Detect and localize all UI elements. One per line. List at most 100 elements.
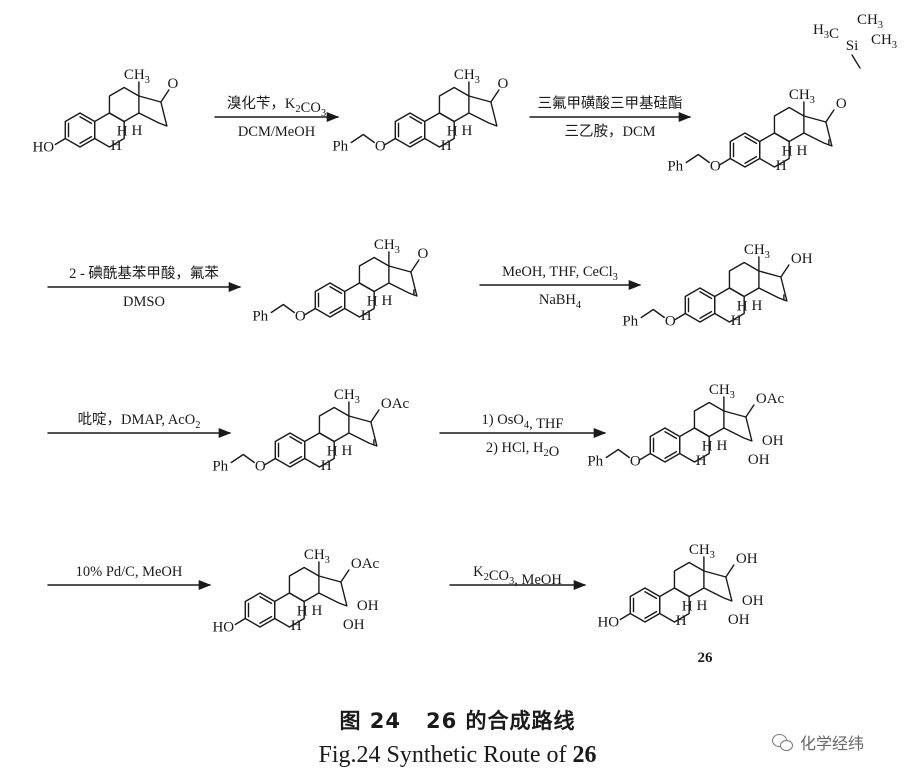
hydrogen-label: H	[696, 453, 707, 469]
methyl-label: CH3	[871, 32, 897, 51]
methyl-label: CH3	[789, 87, 815, 106]
substituent-label: OAc	[756, 391, 785, 407]
hydroxyl-label: OH	[742, 593, 764, 609]
oxygen-label: O	[710, 159, 721, 175]
compound-number: 26	[698, 650, 714, 666]
methyl-label: CH3	[124, 67, 150, 86]
hydrogen-label: H	[367, 294, 378, 310]
figure-caption-chinese: 图 24 26 的合成路线	[339, 709, 576, 733]
hydrogen-label: H	[321, 458, 332, 474]
reagent-above: MeOH, THF, CeCl3	[502, 264, 618, 283]
substituent-label: OH	[736, 551, 758, 567]
reaction-arrow-3: 2 - 碘酰基苯甲酸，氟苯 DMSO	[47, 265, 242, 310]
hydrogen-label: H	[702, 439, 713, 455]
methyl-label: H3C	[813, 22, 839, 42]
hydrogen-label: H	[682, 599, 693, 615]
substituent-label: OAc	[351, 556, 380, 572]
substituent-label: OAc	[381, 396, 410, 412]
hydrogen-label: H	[737, 299, 748, 315]
hydrogen-label: H	[111, 138, 122, 154]
hydrogen-label: H	[311, 603, 322, 619]
reaction-arrow-5: 吡啶，DMAP, AcO2	[47, 411, 232, 439]
hydrogen-label: H	[447, 124, 458, 140]
reagent-below: DMSO	[123, 294, 165, 310]
watermark: 化学经纬	[772, 730, 864, 754]
hydrogen-label: H	[696, 598, 707, 614]
reagent-above: K2CO3, MeOH	[473, 564, 562, 588]
hydrogen-label: H	[381, 293, 392, 309]
phenyl-label: Ph	[252, 309, 268, 325]
reagent-above: 2 - 碘酰基苯甲酸，氟苯	[69, 265, 219, 282]
oxygen-label: O	[375, 139, 386, 155]
reagent-below: NaBH4	[539, 292, 582, 311]
hydrogen-label: H	[327, 444, 338, 460]
hydrogen-label: H	[776, 158, 787, 174]
oxygen-label: O	[167, 76, 178, 92]
silicon-label: Si	[846, 38, 859, 54]
hydrogen-label: H	[796, 143, 807, 159]
reaction-arrow-8: K2CO3, MeOH	[449, 564, 587, 591]
reagent-above: 溴化苄，K2CO3	[227, 95, 326, 119]
oxygen-label: O	[630, 454, 641, 470]
hydroxyl-label: HO	[212, 620, 234, 636]
hydroxyl-label: HO	[597, 615, 619, 631]
reagent-below: 三乙胺，DCM	[564, 123, 655, 140]
methyl-label: CH3	[304, 547, 330, 566]
hydrogen-label: H	[716, 438, 727, 454]
reagent-below: DCM/MeOH	[238, 124, 316, 140]
hydroxyl-label: OH	[357, 598, 379, 614]
hydrogen-label: H	[341, 443, 352, 459]
reagent-below: 2) HCl, H2O	[486, 440, 559, 460]
hydroxyl-label: OH	[748, 452, 770, 468]
phenyl-label: Ph	[667, 159, 683, 175]
hydrogen-label: H	[441, 138, 452, 154]
hydroxyl-label: HO	[32, 140, 54, 156]
hydroxyl-label: OH	[762, 433, 784, 449]
reagent-above: 1) OsO4, THF	[482, 412, 564, 432]
phenyl-label: Ph	[332, 139, 348, 155]
synthesis-scheme: CH3HHHHOOCH3HHHOPhOCH3HHHOPhOSiH3CCH3CH3…	[32, 12, 897, 666]
substituent-label: O	[836, 96, 847, 112]
methyl-label: CH3	[374, 237, 400, 256]
hydrogen-label: H	[731, 313, 742, 329]
phenyl-label: Ph	[212, 459, 228, 475]
reagent-above: 10% Pd/C, MeOH	[76, 564, 183, 580]
reagent-above: 吡啶，DMAP, AcO2	[78, 411, 201, 431]
hydrogen-label: H	[117, 124, 128, 140]
reaction-arrow-7: 10% Pd/C, MeOH	[47, 564, 212, 591]
hydrogen-label: H	[676, 613, 687, 629]
hydrogen-label: H	[297, 604, 308, 620]
methyl-label: CH3	[454, 67, 480, 86]
hydrogen-label: H	[131, 123, 142, 139]
figure-caption-english: Fig.24 Synthetic Route of 26	[318, 742, 597, 768]
reaction-arrow-6: 1) OsO4, THF 2) HCl, H2O	[439, 412, 607, 460]
phenyl-label: Ph	[587, 454, 603, 470]
hydroxyl-label: OH	[343, 617, 365, 633]
hydrogen-label: H	[751, 298, 762, 314]
oxygen-label: O	[417, 246, 428, 262]
hydrogen-label: H	[291, 618, 302, 634]
methyl-label: CH3	[334, 387, 360, 406]
oxygen-label: O	[497, 76, 508, 92]
methyl-label: CH3	[709, 382, 735, 401]
reagent-above: 三氟甲磺酸三甲基硅酯	[538, 95, 683, 112]
methyl-label: CH3	[857, 12, 883, 31]
methyl-label: CH3	[744, 242, 770, 261]
hydrogen-label: H	[361, 308, 372, 324]
oxygen-label: O	[255, 459, 266, 475]
wechat-icon	[772, 733, 794, 751]
substituent-label: OH	[791, 251, 813, 267]
methyl-label: CH3	[689, 542, 715, 561]
phenyl-label: Ph	[622, 314, 638, 330]
oxygen-label: O	[295, 309, 306, 325]
